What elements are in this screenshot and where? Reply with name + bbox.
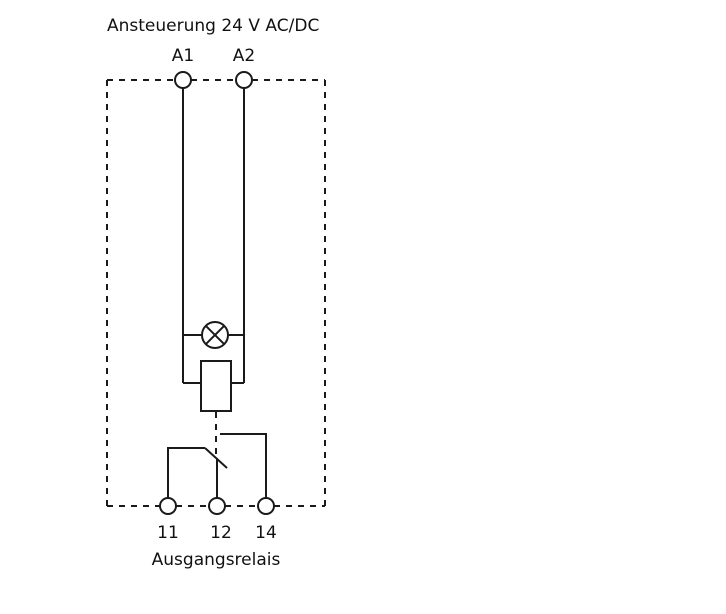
terminal-11 [159,497,177,515]
diagram-footer: Ausgangsrelais [152,550,281,570]
lamp-x-icon [201,321,229,349]
terminal-a2 [235,71,253,89]
relay-coil [183,360,244,412]
terminal-label-11: 11 [157,523,179,543]
housing-outline [106,79,326,507]
terminal-label-a1: A1 [172,46,194,66]
changeover-contact-icon [167,433,267,498]
terminal-12 [208,497,226,515]
relay-coil-icon [200,360,232,412]
coil-supply-wires [182,88,245,383]
indicator-lamp [183,321,244,349]
terminal-14 [257,497,275,515]
diagram-title: Ansteuerung 24 V AC/DC [107,16,319,36]
terminal-a1 [174,71,192,89]
terminal-label-12: 12 [210,523,232,543]
terminal-label-a2: A2 [233,46,255,66]
terminal-label-14: 14 [255,523,277,543]
